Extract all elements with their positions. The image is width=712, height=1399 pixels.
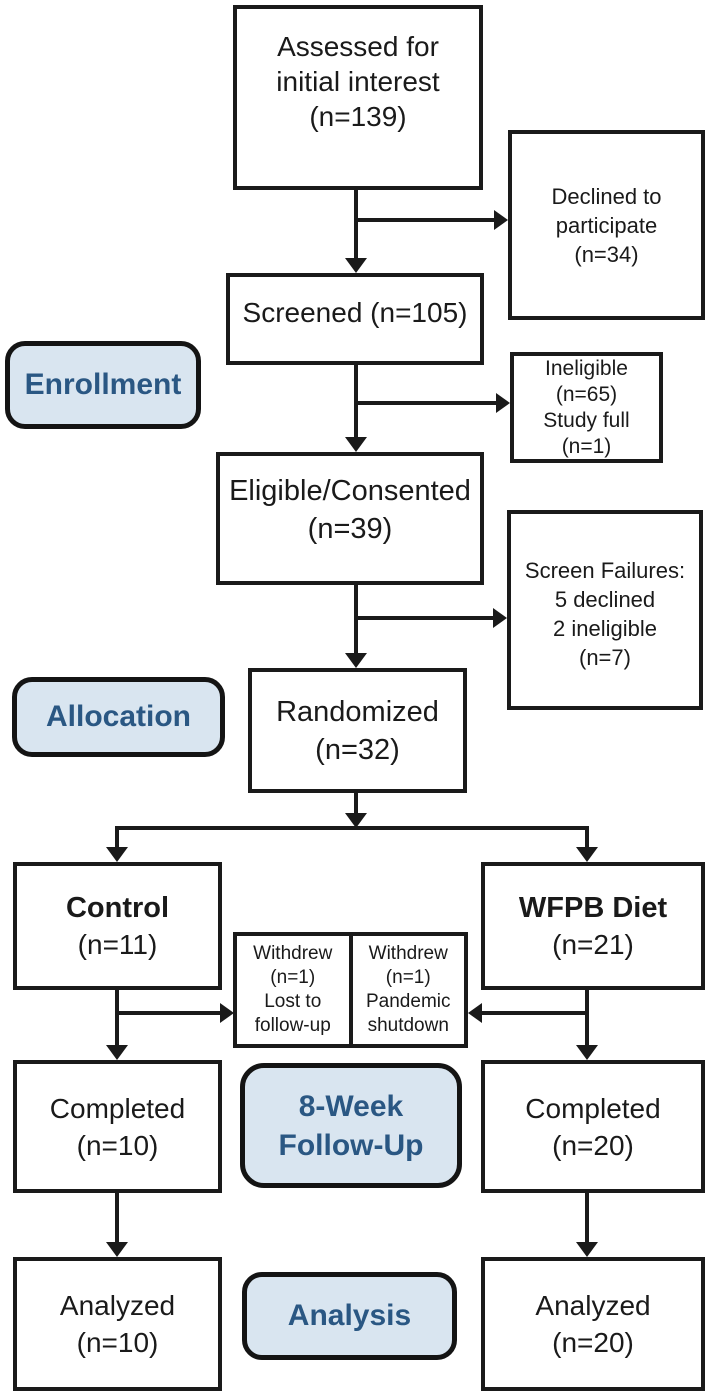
analyzed-wfpb-box: Analyzed (n=20): [481, 1257, 705, 1391]
enrollment-stage-label: Enrollment: [5, 341, 201, 429]
arrowhead-down-icon: [106, 847, 128, 862]
connector-split-to-wfpb: [585, 826, 589, 848]
arrowhead-down-icon: [345, 437, 367, 452]
declined-to-participate-box: Declined to participate (n=34): [508, 130, 705, 320]
arrowhead-down-icon: [345, 813, 367, 828]
declined-to-participate-text: Declined to participate (n=34): [551, 183, 662, 267]
assessed-for-interest-box: Assessed for initial interest (n=139): [233, 5, 483, 190]
withdrew-wfpb-box: Withdrew (n=1) Pandemic shutdown: [348, 936, 465, 1044]
arrowhead-right-icon: [493, 608, 507, 628]
connector-to-declined: [354, 218, 494, 222]
withdrew-control-text: Withdrew (n=1) Lost to follow-up: [253, 943, 333, 1036]
eligible-consented-text: Eligible/Consented (n=39): [229, 475, 471, 545]
arrowhead-down-icon: [345, 258, 367, 273]
analyzed-wfpb-text: Analyzed (n=20): [535, 1290, 651, 1358]
ineligible-study-full-text: Ineligible (n=65) Study full (n=1): [543, 356, 630, 458]
completed-control-text: Completed (n=10): [49, 1092, 186, 1161]
followup-stage-label: 8-Week Follow-Up: [240, 1063, 462, 1188]
wfpb-diet-arm-title: WFPB Diet: [518, 891, 668, 924]
arrowhead-down-icon: [576, 1045, 598, 1060]
connector-wfpb-to-completed: [585, 990, 589, 1048]
connector-split-bar: [115, 826, 589, 830]
allocation-stage-label: Allocation: [12, 677, 225, 757]
eligible-consented-box: Eligible/Consented (n=39): [216, 452, 484, 585]
randomized-text: Randomized (n=32): [276, 695, 439, 766]
arrowhead-down-icon: [576, 847, 598, 862]
connector-wfpb-to-withdrew: [482, 1011, 585, 1015]
withdrew-boxes-group: Withdrew (n=1) Lost to follow-up Withdre…: [233, 932, 468, 1048]
screen-failures-text: Screen Failures: 5 declined 2 ineligible…: [524, 558, 686, 670]
arrowhead-down-icon: [106, 1045, 128, 1060]
connector-completed-to-analyzed-wfpb: [585, 1193, 589, 1245]
connector-randomized-to-split: [354, 793, 358, 815]
analysis-stage-label: Analysis: [242, 1272, 457, 1360]
screen-failures-box: Screen Failures: 5 declined 2 ineligible…: [507, 510, 703, 710]
withdrew-control-box: Withdrew (n=1) Lost to follow-up: [237, 936, 349, 1044]
enrollment-stage-text: Enrollment: [24, 368, 182, 401]
completed-wfpb-box: Completed (n=20): [481, 1060, 705, 1193]
wfpb-diet-arm-n: (n=21): [552, 928, 634, 960]
allocation-stage-text: Allocation: [45, 700, 191, 733]
control-arm-box: Control (n=11): [13, 862, 222, 990]
analyzed-control-text: Analyzed (n=10): [59, 1290, 176, 1358]
connector-control-to-completed: [115, 990, 119, 1048]
connector-to-ineligible: [354, 401, 496, 405]
screened-box: Screened (n=105): [226, 273, 484, 365]
arrowhead-right-icon: [496, 393, 510, 413]
arrowhead-down-icon: [106, 1242, 128, 1257]
wfpb-diet-arm-box: WFPB Diet (n=21): [481, 862, 705, 990]
completed-wfpb-text: Completed (n=20): [525, 1092, 661, 1161]
arrowhead-left-icon: [468, 1003, 482, 1023]
ineligible-study-full-box: Ineligible (n=65) Study full (n=1): [510, 352, 663, 463]
connector-assessed-to-screened: [354, 190, 358, 260]
control-arm-title: Control: [65, 891, 170, 924]
connector-split-to-control: [115, 826, 119, 848]
control-arm-n: (n=11): [77, 928, 158, 960]
completed-control-box: Completed (n=10): [13, 1060, 222, 1193]
connector-completed-to-analyzed-control: [115, 1193, 119, 1245]
connector-to-screen-failures: [354, 616, 493, 620]
connector-control-to-withdrew: [115, 1011, 220, 1015]
withdrew-wfpb-text: Withdrew (n=1) Pandemic shutdown: [366, 943, 451, 1036]
arrowhead-down-icon: [576, 1242, 598, 1257]
screened-text: Screened (n=105): [242, 297, 468, 328]
analysis-stage-text: Analysis: [287, 1299, 412, 1332]
arrowhead-right-icon: [220, 1003, 234, 1023]
analyzed-control-box: Analyzed (n=10): [13, 1257, 222, 1391]
assessed-for-interest-text: Assessed for initial interest (n=139): [276, 31, 440, 132]
followup-stage-text: 8-Week Follow-Up: [278, 1089, 424, 1162]
randomized-box: Randomized (n=32): [248, 668, 467, 793]
arrowhead-down-icon: [345, 653, 367, 668]
arrowhead-right-icon: [494, 210, 508, 230]
